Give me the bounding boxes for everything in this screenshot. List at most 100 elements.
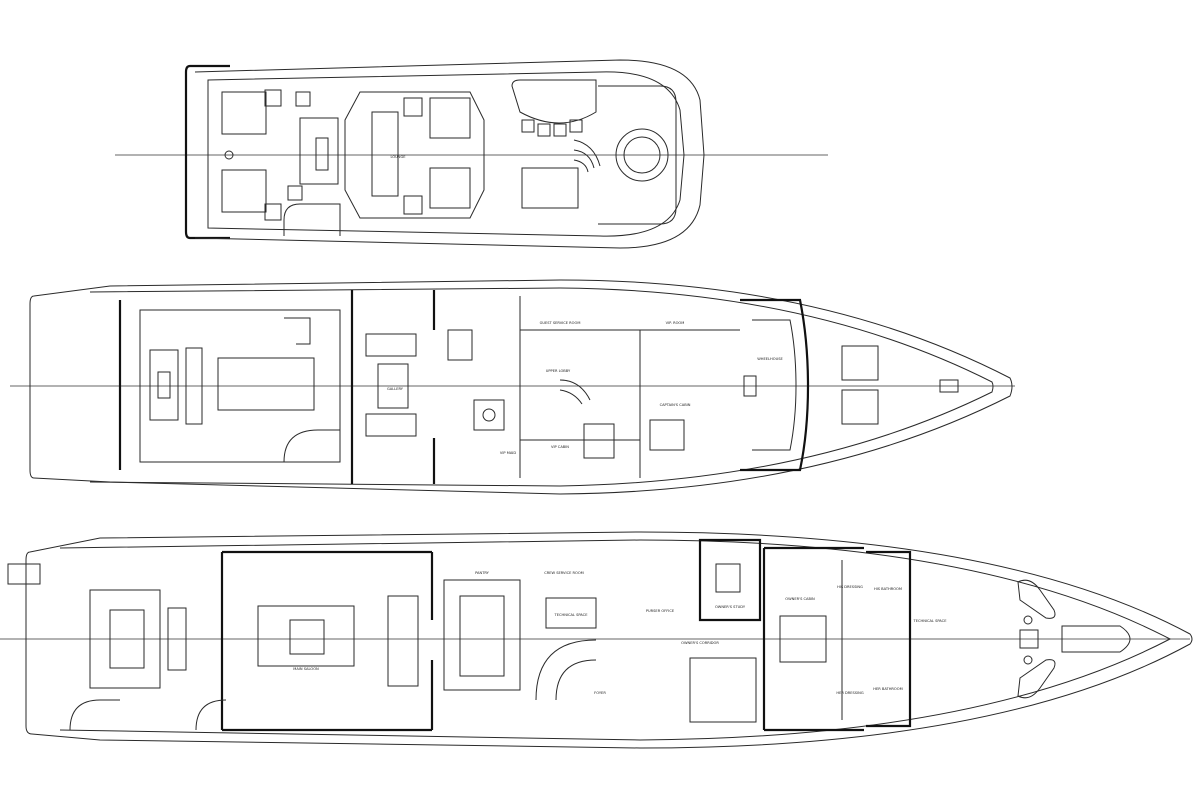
aft-console — [185, 347, 203, 425]
side-table — [264, 203, 282, 221]
spiral-stair — [573, 139, 601, 173]
bar-corner — [284, 317, 311, 345]
pantry-counter — [459, 595, 505, 677]
room-label-owners-study: OWNER'S STUDY — [715, 605, 746, 609]
room-label-technical-space-fwd: TECHNICAL SPACE — [913, 619, 948, 623]
gallery-coffee-table — [377, 363, 409, 409]
sun-deck-stern — [184, 64, 230, 240]
saloon-sofa-set — [257, 605, 355, 667]
side-table — [287, 185, 303, 201]
wheelhouse-console — [752, 319, 797, 451]
armchair — [403, 195, 423, 215]
room-label-upper-lobby: UPPER LOBBY — [546, 369, 571, 373]
fore-deck-area — [598, 85, 677, 225]
room-label-pantry: PANTRY — [475, 571, 490, 575]
aft-sofa — [149, 349, 179, 421]
saloon-dining-table — [387, 595, 419, 687]
anchor-winch-icon — [1019, 629, 1039, 649]
aft-main-stair — [69, 699, 120, 731]
helm-chair — [743, 375, 757, 397]
owners-cabin-walls — [762, 546, 864, 732]
technical-space-aft — [545, 597, 597, 629]
room-label-purser-office: PURSER OFFICE — [646, 609, 675, 613]
side-table — [264, 89, 282, 107]
study-desk — [715, 563, 741, 593]
jacuzzi-icon — [615, 128, 669, 182]
sun-deck-lounge-walls — [344, 91, 485, 219]
main-deck-inner-hull — [59, 539, 1172, 741]
mast-icon — [224, 150, 234, 160]
aft-main-console — [167, 607, 187, 671]
sun-deck-outline — [194, 59, 705, 249]
upper-deck-hull — [29, 279, 1013, 495]
saloon-coffee-table — [289, 619, 325, 655]
gallery-sofa — [365, 413, 417, 437]
room-label-crew-service-room: CREW SERVICE ROOM — [544, 571, 584, 575]
curved-bench — [511, 79, 597, 124]
room-label-guest-service-room: GUEST SERVICE ROOM — [540, 321, 581, 325]
bar-sink — [315, 137, 329, 171]
room-label-his-bathroom: HIS BATHROOM — [874, 587, 902, 591]
lobby-desk — [447, 329, 473, 361]
upper-deck-inner-hull — [89, 287, 994, 487]
upper-lobby-stair — [559, 379, 591, 405]
tender-icon — [1017, 659, 1056, 699]
room-label-main-saloon: MAIN SALOON — [293, 667, 319, 671]
dining-table — [371, 111, 399, 197]
room-label-his-dressing: HIS DRESSING — [837, 585, 863, 589]
sun-deck-plan: LOUNGE — [115, 59, 828, 249]
saloon-spiral-stair — [195, 699, 227, 731]
capstan-icon — [1023, 655, 1033, 665]
upper-aft-stair — [283, 429, 340, 463]
captain-bed — [649, 419, 685, 451]
room-label-vip-room: VIP. ROOM — [666, 321, 685, 325]
room-label-her-bathroom: HER BATHROOM — [873, 687, 902, 691]
bar-counter — [299, 117, 339, 185]
room-label-her-dressing: HER DRESSING — [836, 691, 863, 695]
lift-lobby — [689, 657, 757, 723]
vip-bed — [583, 423, 615, 459]
fore-sunpad — [841, 345, 879, 381]
sun-deck-stair — [283, 203, 341, 236]
bathroom-walls — [866, 550, 912, 728]
gallery-walls — [350, 290, 436, 484]
room-label-captains-cabin: CAPTAIN'S CABIN — [660, 403, 691, 407]
jacuzzi-inner — [623, 136, 661, 174]
room-label-gallery: GALLERY — [387, 387, 404, 391]
lobby-game-table — [473, 399, 505, 431]
room-label-lounge: LOUNGE — [390, 155, 406, 159]
room-label-vip-maid: VIP MAID — [500, 451, 516, 455]
aft-coffee-table — [157, 371, 171, 399]
room-label-technical-space: TECHNICAL SPACE — [554, 613, 589, 617]
room-label-owners-corridor: OWNER'S CORRIDOR — [681, 641, 719, 645]
tender-icon — [1017, 579, 1056, 619]
aft-dining-table — [217, 357, 315, 411]
stool — [553, 123, 567, 137]
armchair — [403, 97, 423, 117]
boarding-platform — [7, 563, 41, 585]
main-deck-plan: MAIN SALOON PANTRY CREW SERVICE ROOM TEC… — [0, 531, 1193, 749]
stool — [537, 123, 551, 137]
sofa — [429, 97, 471, 139]
upper-interior-walls — [519, 296, 740, 478]
aft-main-sofa — [89, 589, 161, 689]
stool — [569, 119, 583, 133]
room-label-foyer: FOYER — [594, 691, 606, 695]
fore-hatch — [939, 379, 959, 393]
owners-bed — [779, 615, 827, 663]
capstan-icon — [1023, 615, 1033, 625]
foyer-staircase — [535, 639, 597, 701]
main-deck-hull — [25, 531, 1193, 749]
upper-deck-plan: GALLERY GUEST SERVICE ROOM VIP. ROOM UPP… — [10, 279, 1015, 495]
sun-lounger — [221, 91, 267, 135]
sun-pad — [521, 167, 579, 209]
sun-lounger — [221, 169, 267, 213]
pantry-room — [443, 579, 521, 691]
room-label-vip-cabin: VIP CABIN — [551, 445, 569, 449]
sofa — [429, 167, 471, 209]
stool — [521, 119, 535, 133]
wheelhouse-window — [740, 298, 810, 472]
fore-sunpad — [841, 389, 879, 425]
side-table — [295, 91, 311, 107]
